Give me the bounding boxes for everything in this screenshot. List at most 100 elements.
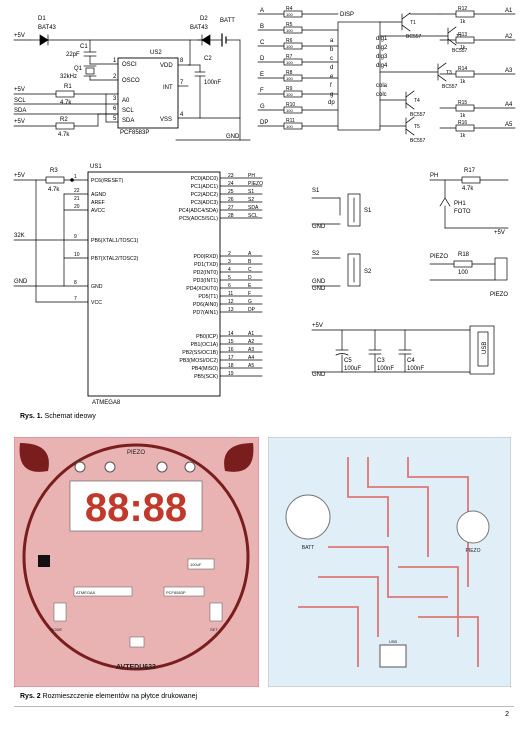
pcb-title: AVTEDU633 <box>116 664 156 671</box>
us2-pin-vss: VSS <box>160 117 172 123</box>
label-gnd-rtc: GND <box>226 134 240 140</box>
disp-cola: cola <box>376 83 388 89</box>
pcb-mode-label: MODE <box>50 627 62 632</box>
label-q1-val: 32kHz <box>60 74 77 80</box>
label-c1-val: 22pF <box>66 52 80 58</box>
us1-right-pinlabel: PD6(AIN0) <box>193 302 218 308</box>
label-32k: 32K <box>14 233 25 239</box>
segment-resistor-value: 100 <box>286 60 293 65</box>
label-r17-ref: R17 <box>464 168 476 174</box>
us2-pin-scl: SCL <box>122 108 134 114</box>
base-resistor-ref: R16 <box>458 120 467 126</box>
label-us1-part: ATMEGA8 <box>92 400 121 406</box>
us1-left-pinlabel: PC6(/RESET) <box>91 178 124 184</box>
us1-right-pinnum: 17 <box>228 355 234 361</box>
segment-net-label: D <box>260 56 265 62</box>
us1-right-pinnum: 15 <box>228 339 234 345</box>
us1-right-pinnum: 26 <box>228 197 234 203</box>
us1-right-pinnum: 2 <box>228 251 231 257</box>
us1-left-pinnum: 7 <box>74 296 77 302</box>
us1-right-pinnum: 28 <box>228 213 234 219</box>
label-piezo: PIEZO <box>490 292 508 298</box>
us1-right-net: A5 <box>248 363 254 369</box>
us2-pin-osco: OSCO <box>122 78 140 84</box>
label-r1-val: 4.7k <box>60 100 72 106</box>
fig2-caption: Rys. 2 Rozmieszczenie elementów na płytc… <box>20 693 197 700</box>
us1-right-pinnum: 27 <box>228 205 234 211</box>
label-d2-ref: D2 <box>200 16 208 22</box>
us1-right-net: DP <box>248 307 256 313</box>
us1-right-net: A3 <box>248 347 254 353</box>
label-sda: SDA <box>14 108 26 114</box>
label-ph1-val: FOTO <box>454 209 471 215</box>
us1-right-net: B <box>248 259 252 265</box>
label-ph-net: PH <box>430 173 438 179</box>
base-resistor-value: 1k <box>460 19 466 25</box>
us1-left-pinlabel: AGND <box>91 192 106 198</box>
label-plus5-ph: +5V <box>494 230 505 236</box>
segment-resistor-ref: R10 <box>286 102 295 108</box>
pcb-us1-outline <box>73 586 133 597</box>
us1-right-pinnum: 16 <box>228 347 234 353</box>
transistor-ref: T5 <box>414 124 420 130</box>
label-c4-ref: C4 <box>407 358 415 364</box>
us1-right-pinnum: 12 <box>228 299 234 305</box>
label-d1-ref: D1 <box>38 16 46 22</box>
disp-seg-a: a <box>330 38 334 44</box>
us1-right-net: A2 <box>248 339 254 345</box>
us1-left-pinnum: 8 <box>74 280 77 286</box>
us1-right-pinlabel: PC4(ADC4/SDA) <box>179 208 219 214</box>
us1-right-net: PIEZO <box>248 181 263 187</box>
us1-right-pinlabel: PD1(TXD) <box>194 262 218 268</box>
us1-right-pinnum: 5 <box>228 275 231 281</box>
us1-right-net: S2 <box>248 197 254 203</box>
pcb-piezo-silk: PIEZO <box>127 450 145 456</box>
us1-right-pinnum: 13 <box>228 307 234 313</box>
us2-pin-osci: OSCI <box>122 62 137 68</box>
label-s1-ref: S1 <box>364 208 372 214</box>
transistor-part: BC557 <box>406 34 422 40</box>
pcb-c5-outline <box>187 558 215 570</box>
us2-pin-a0: A0 <box>122 98 130 104</box>
us1-right-pinlabel: PB0(ICP) <box>196 334 218 340</box>
label-r2-val: 4.7k <box>58 132 70 138</box>
disp-dig2: dig2 <box>376 45 388 51</box>
us1-right-pinlabel: PB1(OC1A) <box>191 342 219 348</box>
segment-resistor-value: 100 <box>286 44 293 49</box>
segment-net-label: G <box>260 104 265 110</box>
segment-resistor-value: 100 <box>286 92 293 97</box>
pcb-bottom-view: BATT PIEZO USB <box>268 437 511 687</box>
us1-right-pinnum: 4 <box>228 267 231 273</box>
label-d1-part: BAT43 <box>38 25 57 31</box>
us1-right-pinnum: 24 <box>228 181 234 187</box>
pcb-us1-label: ATMEGA8 <box>76 590 96 595</box>
base-net-label: A4 <box>505 102 513 108</box>
us2-pin-vdd: VDD <box>160 63 173 69</box>
us1-right-pinnum: 6 <box>228 283 231 289</box>
segment-net-label: C <box>260 40 265 46</box>
disp-seg-f: f <box>330 83 332 89</box>
pcb-bell-right <box>224 443 254 472</box>
us1-right-pinlabel: PC0(ADC0) <box>191 176 219 182</box>
us1-left-pinlabel: AREF <box>91 200 105 206</box>
transistor-part: BC557 <box>442 84 458 90</box>
us1-right-net: A1 <box>248 331 254 337</box>
us1-right-pinlabel: PB4(MISO) <box>191 366 218 372</box>
segment-resistor-value: 100 <box>286 76 293 81</box>
label-usb: USB <box>482 342 488 354</box>
label-gnd-piezo: GND <box>312 279 326 285</box>
us1-right-net: E <box>248 283 252 289</box>
fig1-caption: Rys. 1. Schemat ideowy <box>20 413 96 420</box>
disp-seg-e: e <box>330 74 334 80</box>
us1-right-net: A <box>248 251 252 257</box>
base-resistor-ref: R15 <box>458 100 467 106</box>
label-gnd-s1: GND <box>312 224 326 230</box>
segment-resistor-value: 100 <box>286 12 293 17</box>
us1-left-pinlabel: AVCC <box>91 208 105 214</box>
base-resistor-value: 1k <box>460 133 466 139</box>
us1-right-net: G <box>248 299 252 305</box>
us1-right-pinlabel: PD3(INT1) <box>193 278 218 284</box>
label-r2-ref: R2 <box>60 117 68 123</box>
transistor-ref: T1 <box>410 20 416 26</box>
us1-left-pinnum: 9 <box>74 234 77 240</box>
